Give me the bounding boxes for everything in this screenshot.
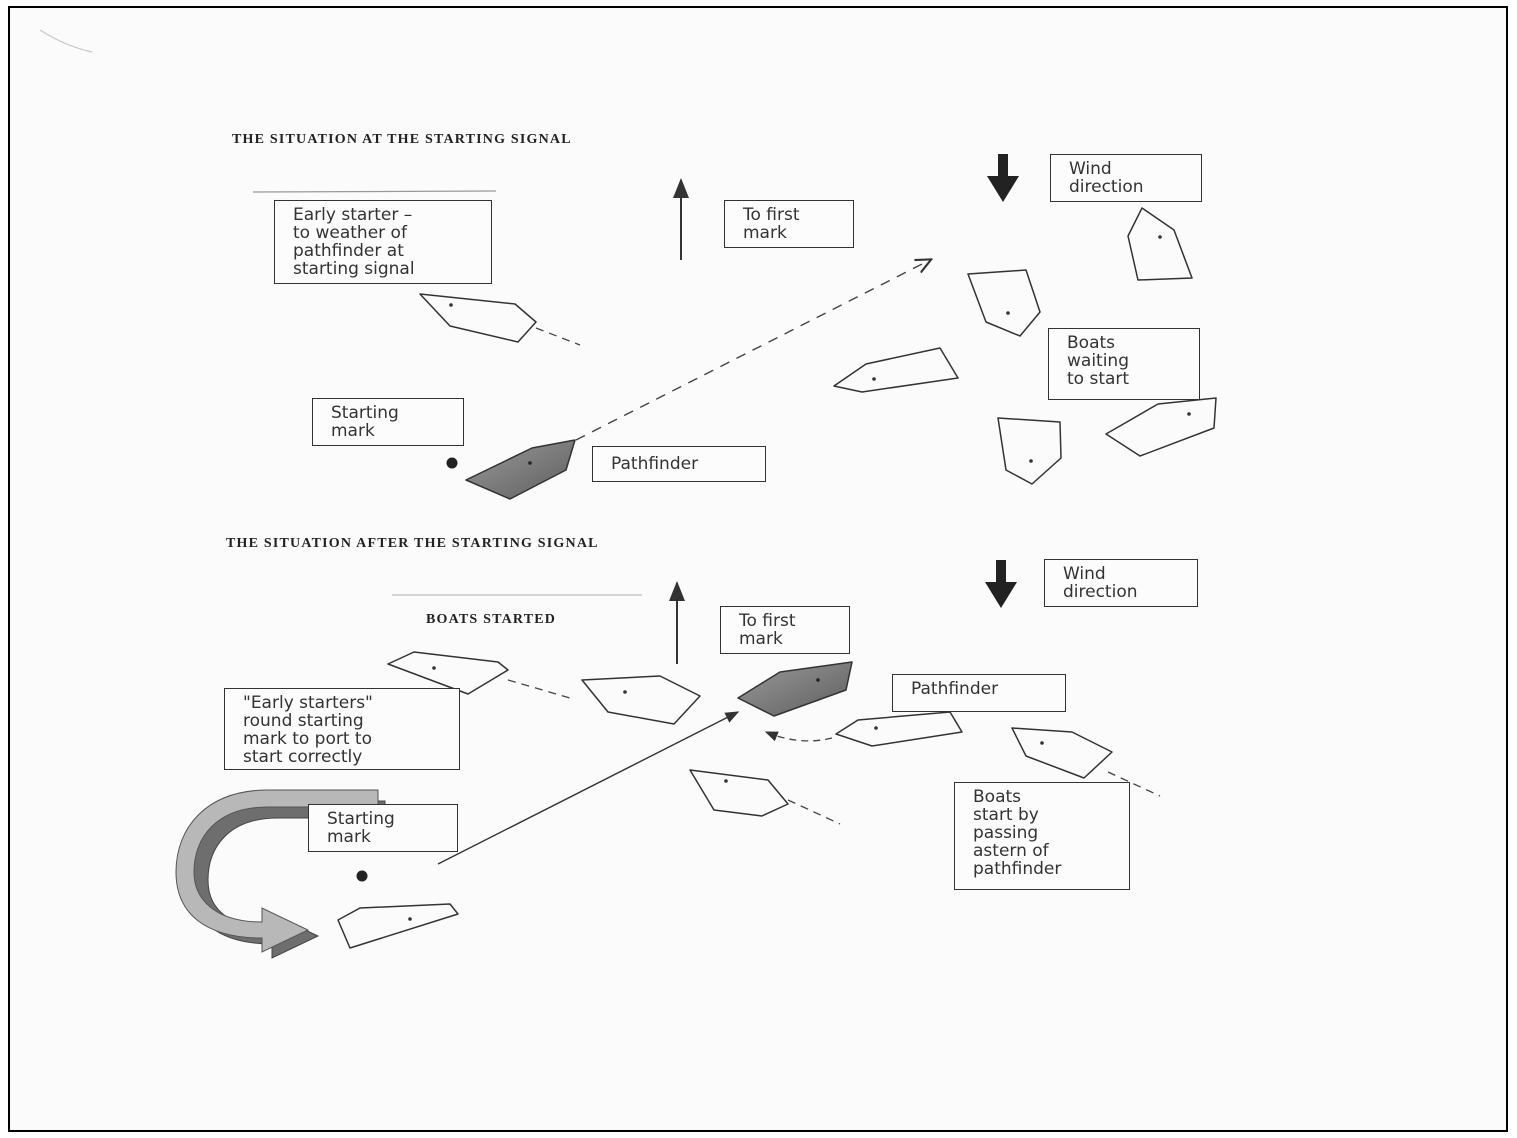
- pathfinder-label-bottom: Pathfinder: [892, 674, 1066, 712]
- to-first-mark-label-top: To first mark: [724, 200, 854, 248]
- early-starter-boat: [419, 293, 537, 343]
- course-to-pathfinder-bottom: [437, 711, 740, 865]
- wind-direction-label-top: Wind direction: [1050, 154, 1202, 202]
- pathfinder-label-top: Pathfinder: [592, 446, 766, 482]
- started-boat-5-wake: [787, 799, 841, 825]
- waiting-boat-5: [1105, 397, 1217, 457]
- top-rule: [252, 190, 497, 193]
- pathfinder-boat-top: [465, 439, 576, 500]
- scan-mark: [39, 29, 93, 53]
- heading-top: THE SITUATION AT THE STARTING SIGNAL: [232, 132, 572, 147]
- wind-direction-label-bottom: Wind direction: [1044, 559, 1198, 607]
- pathfinder-course-top: [575, 260, 930, 441]
- wind-arrow-icon-top: [987, 154, 1019, 202]
- wind-arrow-icon-bottom: [985, 560, 1017, 608]
- waiting-boat-2: [967, 269, 1041, 337]
- diagram-page: THE SITUATION AT THE STARTING SIGNAL THE…: [8, 6, 1508, 1132]
- starting-mark-buoy-top: [446, 457, 458, 469]
- boats-started-heading: BOATS STARTED: [426, 612, 557, 627]
- pathfinder-boat-bottom: [737, 661, 853, 717]
- early-starter-label: Early starter – to weather of pathfinder…: [274, 200, 492, 284]
- started-boat-3: [835, 711, 963, 747]
- started-boat-4-wake: [1107, 771, 1161, 797]
- passing-astern-path: [764, 731, 833, 742]
- rounding-boat: [337, 903, 459, 949]
- to-first-mark-label-bottom: To first mark: [720, 606, 850, 654]
- early-starters-round-label: "Early starters" round starting mark to …: [224, 688, 460, 770]
- waiting-boat-3: [833, 347, 959, 393]
- boats-waiting-label: Boats waiting to start: [1048, 328, 1200, 400]
- early-starter-wake: [535, 327, 581, 346]
- heading-bottom: THE SITUATION AFTER THE STARTING SIGNAL: [226, 536, 599, 551]
- started-boat-5: [689, 769, 789, 817]
- started-boat-4: [1011, 727, 1113, 779]
- boats-start-by-label: Boats start by passing astern of pathfin…: [954, 782, 1130, 890]
- waiting-boat-1: [1127, 207, 1193, 281]
- started-boat-2: [581, 675, 701, 725]
- started-boat-1-wake: [507, 679, 571, 699]
- diagram-canvas: [39, 29, 1217, 959]
- starting-mark-buoy-bottom: [356, 870, 368, 882]
- starting-mark-label-bottom: Starting mark: [308, 804, 458, 852]
- starting-mark-label-top: Starting mark: [312, 398, 464, 446]
- waiting-boat-4: [997, 417, 1062, 485]
